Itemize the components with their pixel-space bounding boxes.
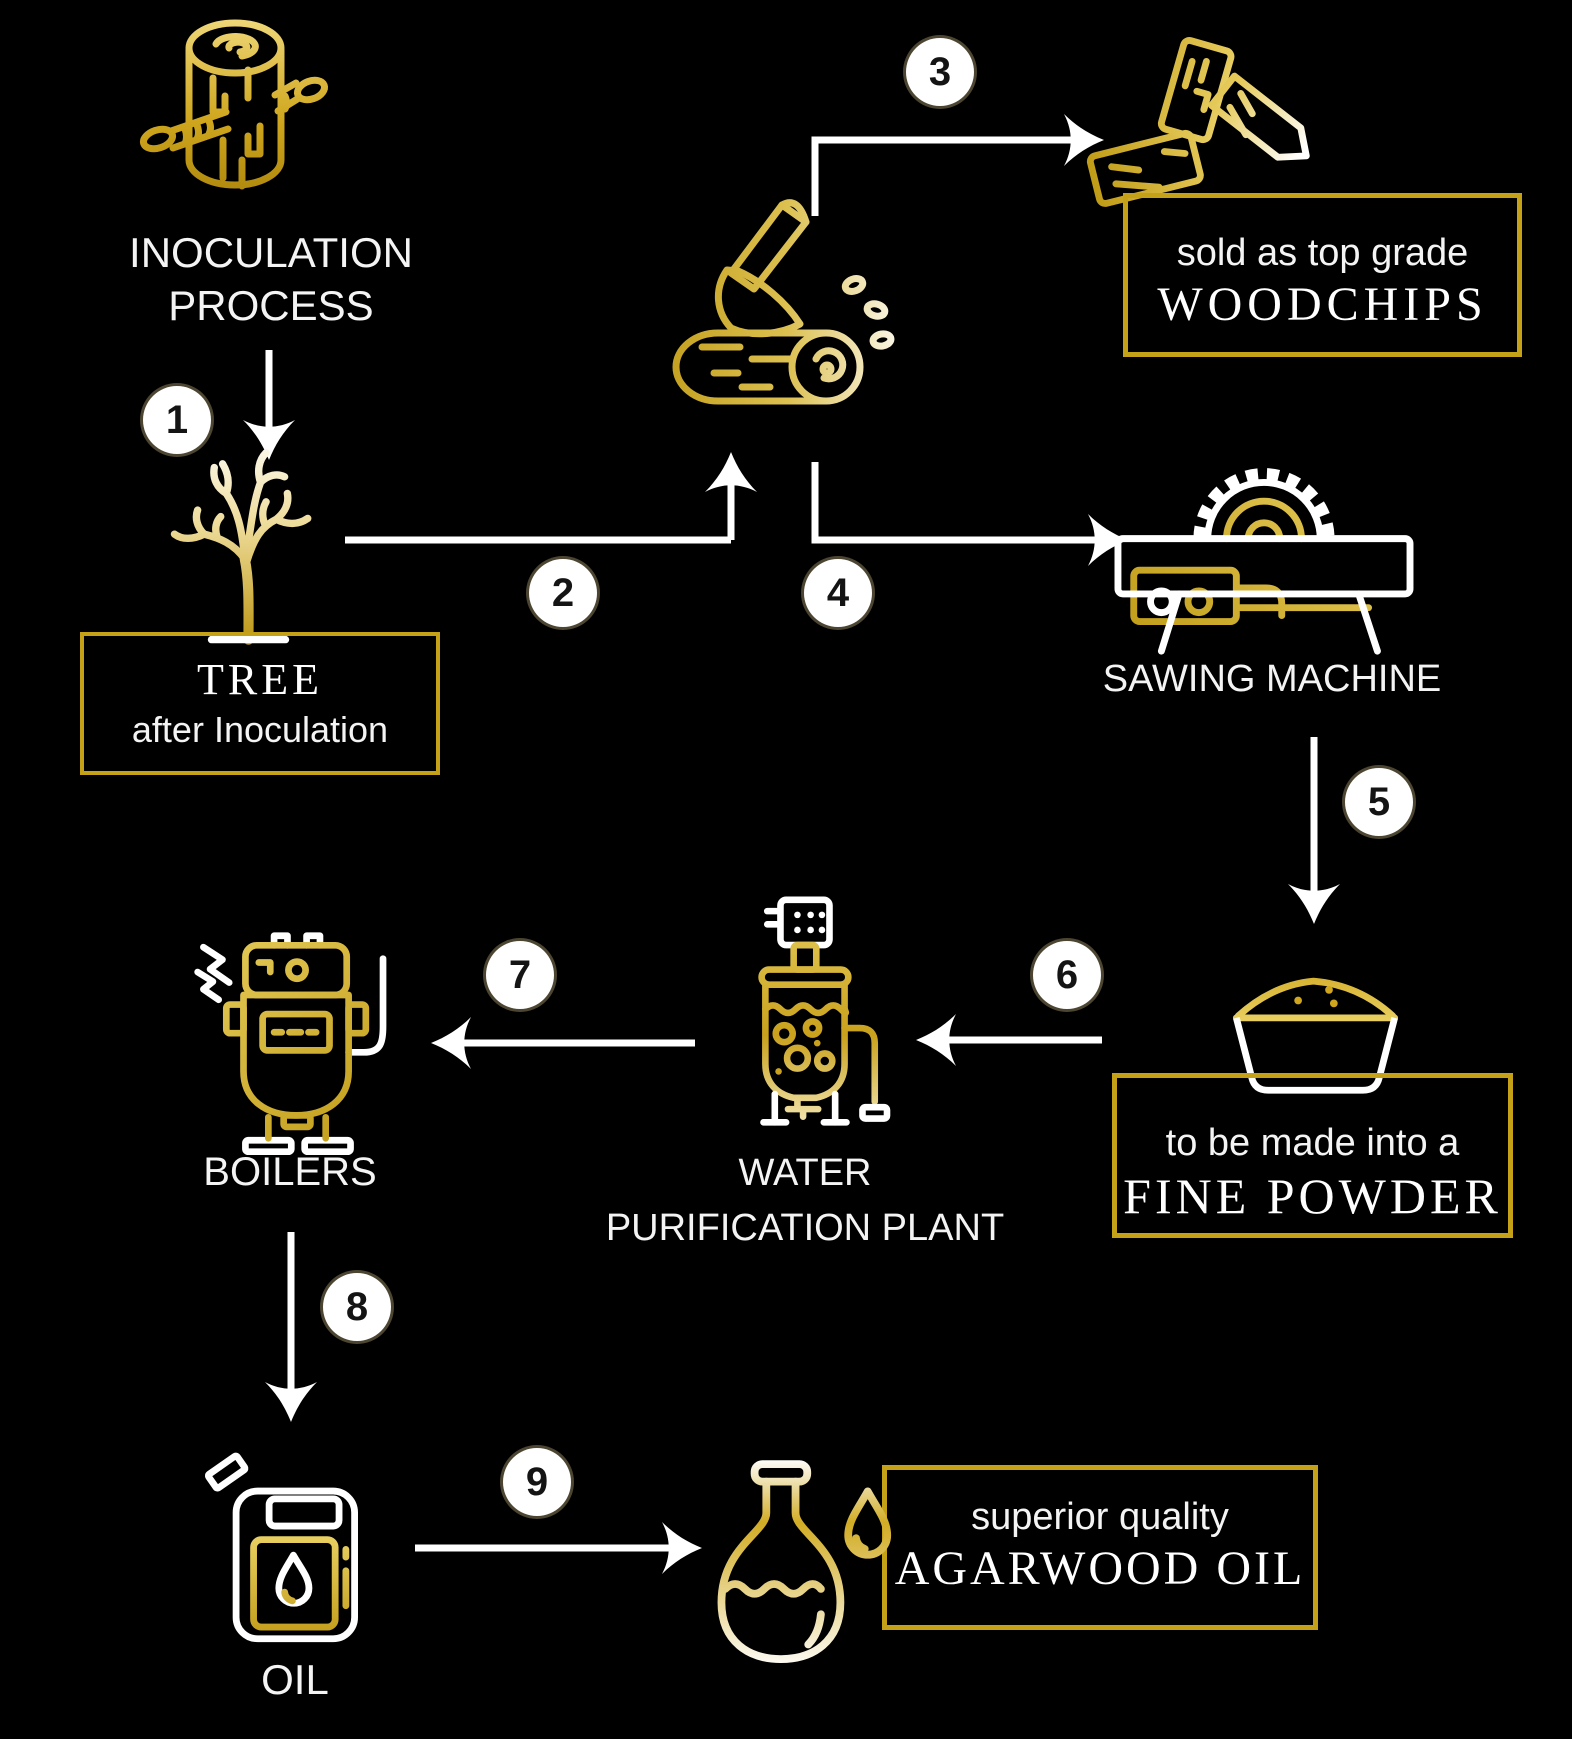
inoculation-label-line2: PROCESS xyxy=(168,282,374,329)
step-badge-3: 3 xyxy=(906,38,974,106)
step-badge-6: 6 xyxy=(1033,941,1101,1009)
woodchips-subtitle: sold as top grade xyxy=(1176,232,1469,274)
water-plant-label: WATER PURIFICATION PLANT xyxy=(555,1146,1055,1256)
boilers-label: BOILERS xyxy=(203,1150,377,1194)
agarwood-oil-box: superior quality AGARWOOD OIL xyxy=(882,1465,1318,1630)
flask-drop-icon xyxy=(717,1460,892,1663)
oil-label: OIL xyxy=(261,1656,329,1703)
agarwood-subtitle: superior quality xyxy=(971,1496,1229,1538)
step-badge-7: 7 xyxy=(486,941,554,1009)
step-badge-5: 5 xyxy=(1345,768,1413,836)
sawing-machine-icon xyxy=(1114,468,1414,655)
oil-can-icon xyxy=(204,1452,358,1643)
woodchips-icon xyxy=(1086,37,1310,207)
axe-log-icon xyxy=(672,199,895,405)
tree-title: TREE xyxy=(197,655,323,704)
water-purification-icon xyxy=(758,896,891,1126)
fine-powder-subtitle: to be made into a xyxy=(1165,1122,1460,1164)
tree-box: TREE after Inoculation xyxy=(80,632,440,775)
inoculated-log-icon xyxy=(139,19,329,190)
water-plant-label-line2: PURIFICATION PLANT xyxy=(605,1207,1005,1249)
woodchips-box: sold as top grade WOODCHIPS xyxy=(1123,193,1522,357)
tree-icon xyxy=(170,449,312,645)
inoculation-label-line1: INOCULATION xyxy=(129,229,413,276)
powder-bowl-icon xyxy=(1232,977,1399,1094)
fine-powder-box: to be made into a FINE POWDER xyxy=(1112,1073,1513,1238)
boiler-icon xyxy=(194,932,387,1156)
step-badge-4: 4 xyxy=(804,559,872,627)
woodchips-title: WOODCHIPS xyxy=(1157,278,1488,331)
fine-powder-title: FINE POWDER xyxy=(1123,1168,1502,1224)
tree-subtitle: after Inoculation xyxy=(131,709,389,750)
inoculation-label: INOCULATION PROCESS xyxy=(71,226,471,332)
step-badge-1: 1 xyxy=(143,386,211,454)
sawing-machine-label: SAWING MACHINE xyxy=(1102,658,1442,700)
step-badge-2: 2 xyxy=(529,559,597,627)
agarwood-title: AGARWOOD OIL xyxy=(894,1542,1306,1595)
step-badge-9: 9 xyxy=(503,1448,571,1516)
water-plant-label-line1: WATER xyxy=(738,1152,872,1194)
step-badge-8: 8 xyxy=(323,1273,391,1341)
